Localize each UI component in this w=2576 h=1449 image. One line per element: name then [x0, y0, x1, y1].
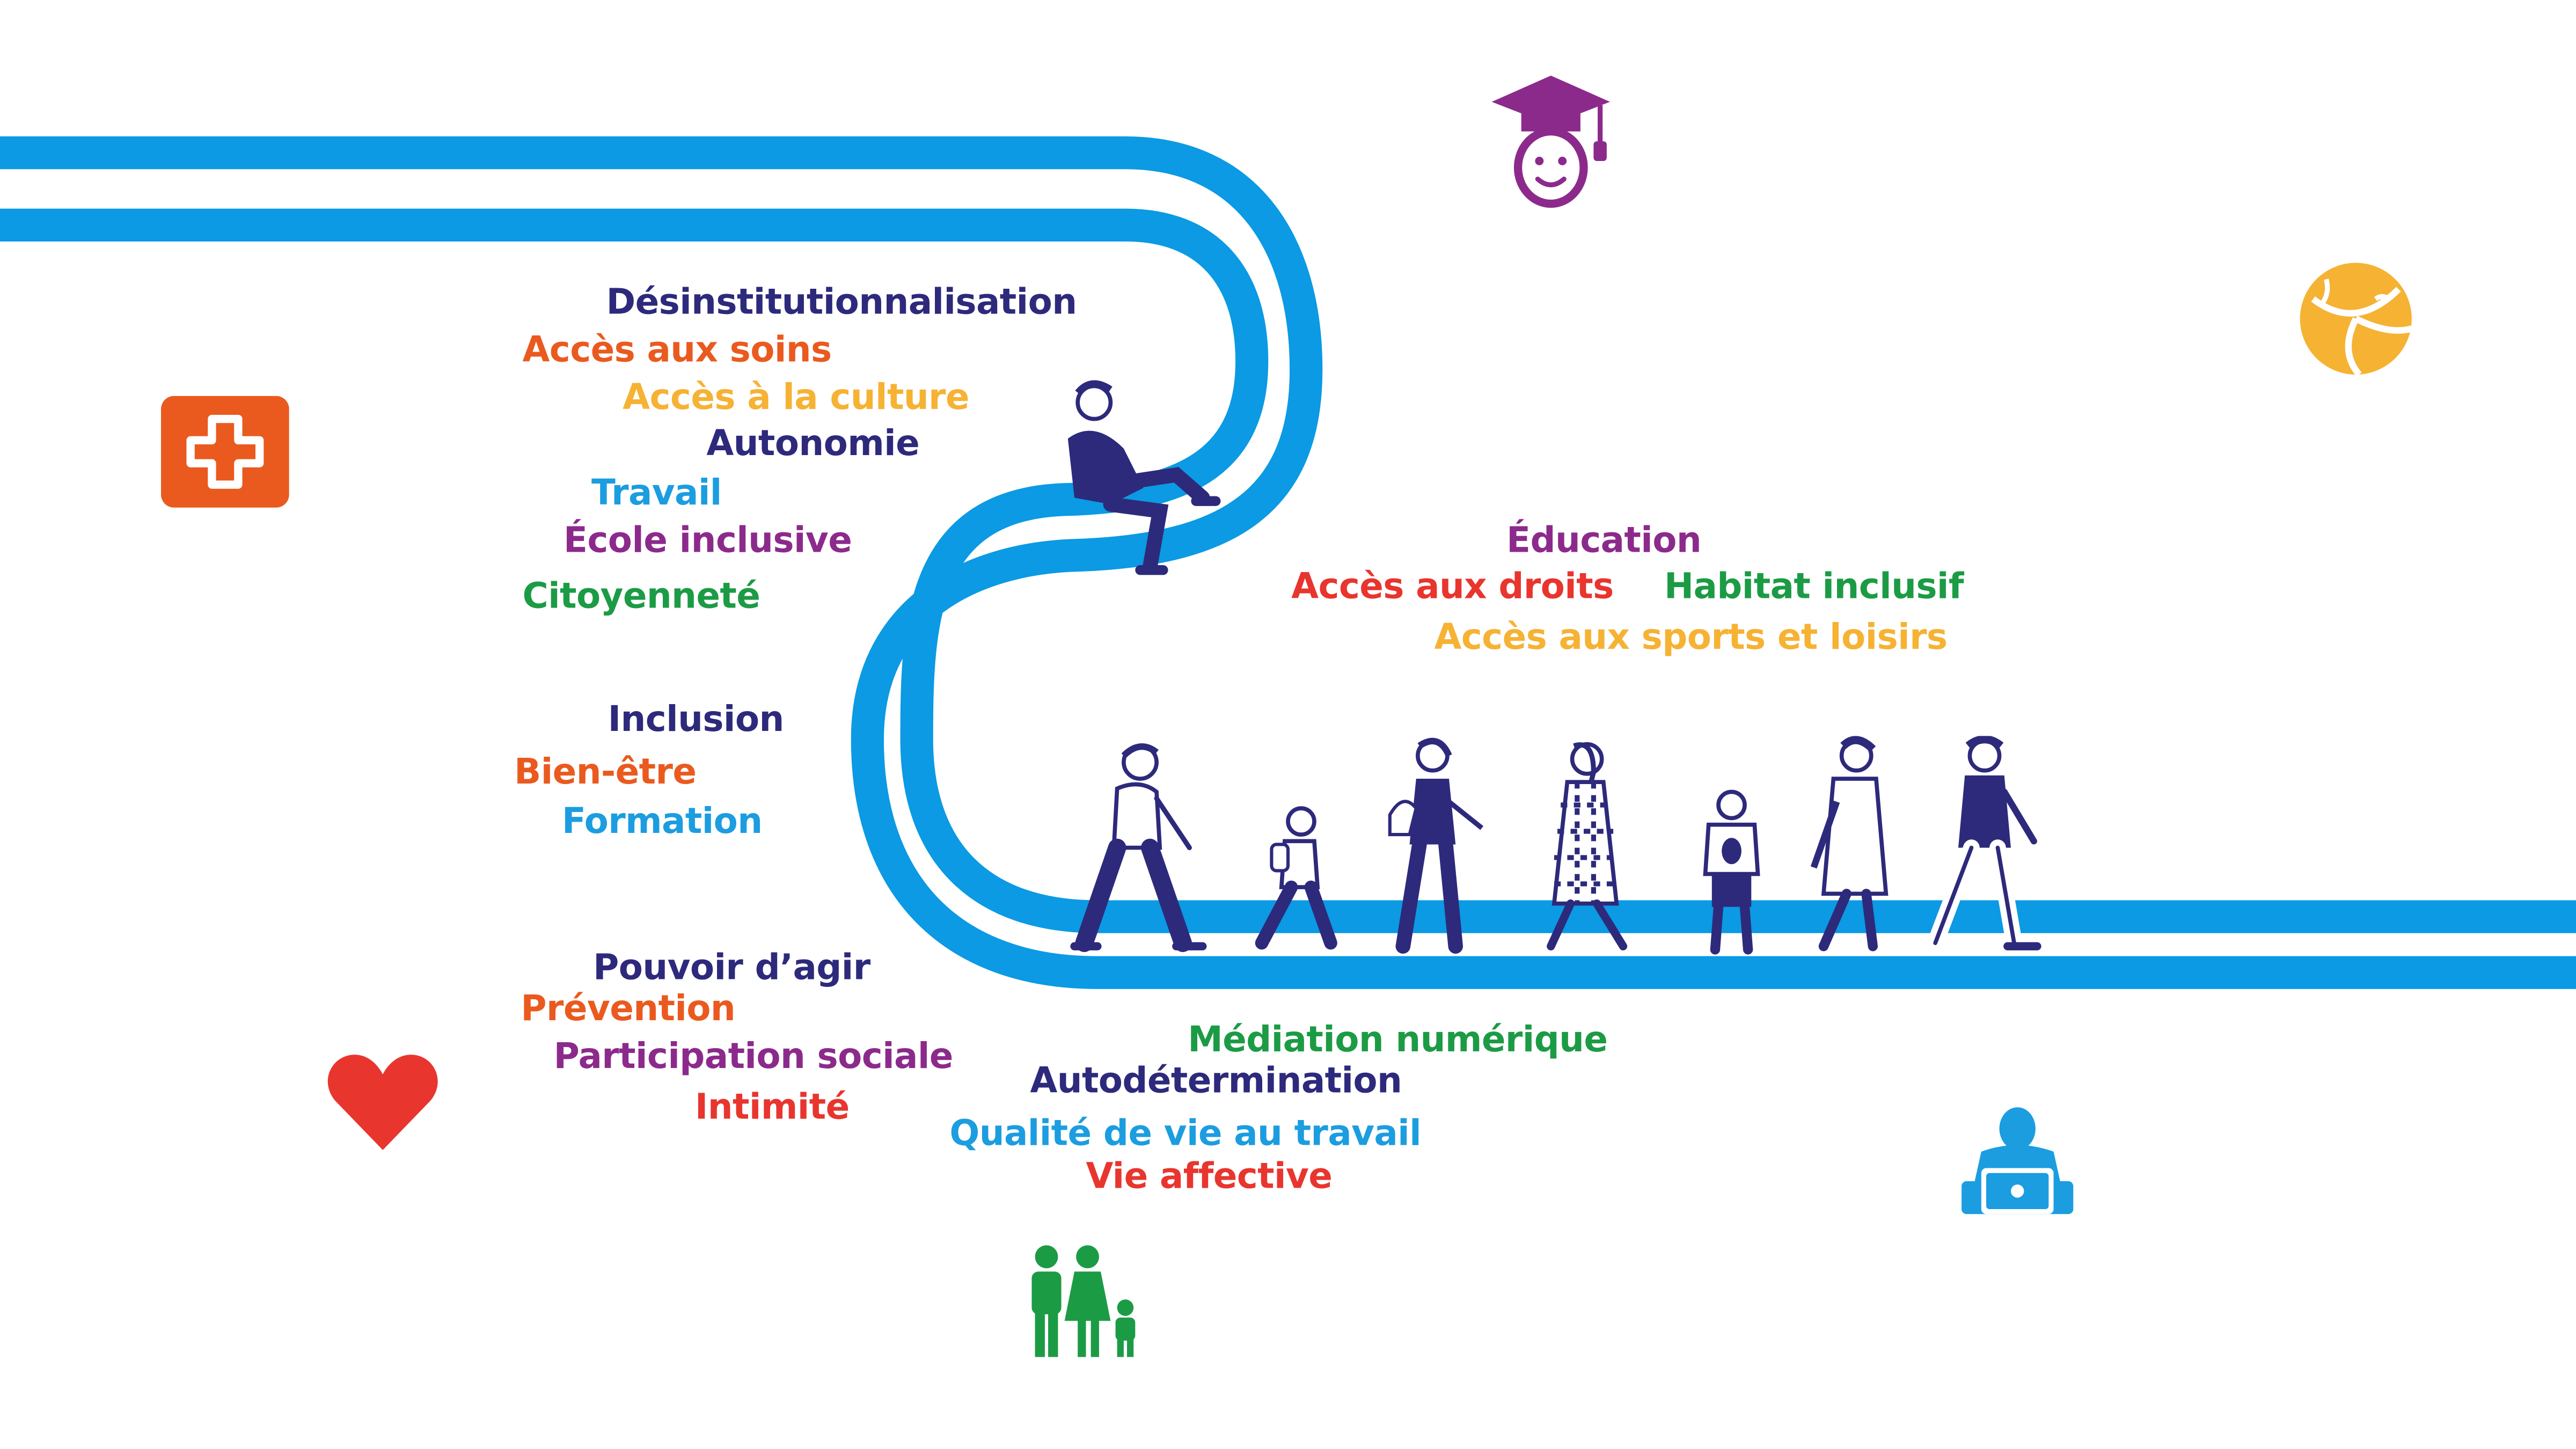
word-acces-aux-soins: Accès aux soins [522, 330, 832, 371]
word-participation-sociale: Participation sociale [553, 1036, 954, 1078]
beach-ball-icon [2300, 262, 2413, 377]
word-desinstitutionnalisation: Désinstitutionnalisation [606, 282, 1077, 324]
walking-woman-pattern [1547, 742, 1628, 950]
walking-kid-shirt [1703, 789, 1760, 955]
word-autonomie: Autonomie [706, 423, 920, 465]
word-acces-a-la-culture: Accès à la culture [623, 378, 969, 419]
word-ecole-inclusive: École inclusive [564, 521, 852, 562]
word-bien-etre: Bien-être [514, 752, 697, 794]
word-mediation-numerique: Médiation numérique [1188, 1020, 1608, 1062]
word-citoyennete: Citoyenneté [522, 576, 760, 618]
word-pouvoir-dagir: Pouvoir d’agir [593, 948, 870, 989]
walking-person-1 [1070, 743, 1207, 952]
track-outer-lane [0, 136, 2576, 989]
heart-icon [327, 1055, 438, 1150]
walking-child [1255, 806, 1337, 950]
word-education: Éducation [1506, 521, 1702, 562]
word-prevention: Prévention [521, 989, 736, 1030]
word-autodetermination: Autodétermination [1030, 1061, 1402, 1103]
word-acces-aux-sports-et-loisirs: Accès aux sports et loisirs [1434, 618, 1948, 659]
computer-worker-icon [1962, 1107, 2074, 1214]
track-inner-lane [0, 208, 2576, 933]
word-habitat-inclusif: Habitat inclusif [1664, 567, 1964, 608]
word-formation: Formation [561, 801, 763, 843]
word-qualite-de-vie-au-travail: Qualité de vie au travail [949, 1114, 1422, 1155]
word-intimite: Intimité [694, 1087, 850, 1129]
word-acces-aux-droits: Accès aux droits [1291, 567, 1614, 608]
word-vie-affective: Vie affective [1086, 1157, 1333, 1198]
family-icon [1031, 1245, 1136, 1357]
walking-woman-bag [1388, 737, 1484, 954]
graduate-icon [1491, 75, 1610, 208]
walking-elderly-woman [1810, 736, 1889, 952]
seated-person [1067, 380, 1221, 575]
word-travail: Travail [591, 473, 722, 515]
walking-elderly-man [1927, 736, 2041, 952]
word-inclusion: Inclusion [608, 700, 785, 741]
health-cross-icon [161, 396, 289, 508]
